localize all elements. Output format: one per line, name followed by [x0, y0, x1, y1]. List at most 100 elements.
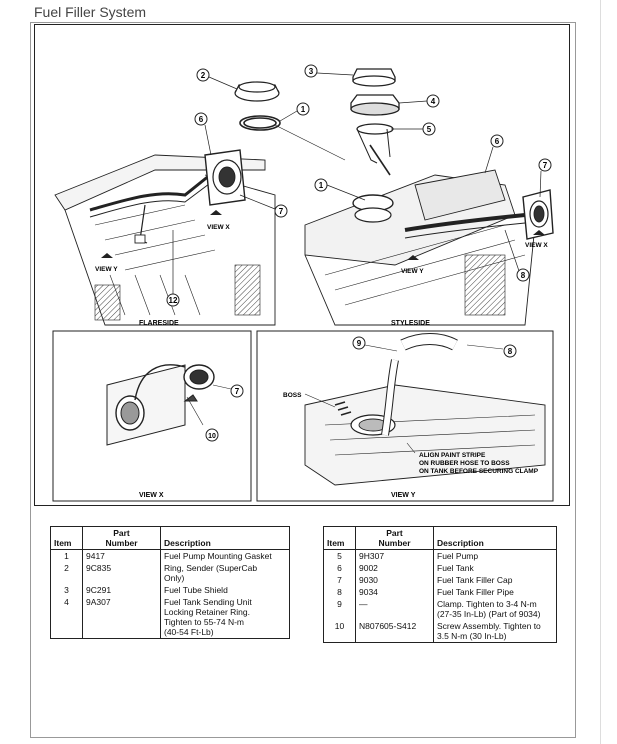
callout-1-top: [296, 102, 310, 116]
table-row: 6 9002 Fuel Tank: [323, 562, 557, 574]
desc-line: Fuel Pump: [437, 551, 479, 561]
callout-3: [304, 64, 318, 78]
callout-7-right: [538, 158, 552, 172]
col-desc: Description: [160, 526, 290, 550]
callout-num: 5: [427, 125, 432, 134]
note-line-2: ON RUBBER HOSE TO BOSS: [419, 460, 510, 467]
callout-num: 7: [279, 207, 284, 216]
table-row: 7 9030 Fuel Tank Filler Cap: [323, 574, 557, 586]
callout-7-viewx: [230, 384, 244, 398]
callout-9: [352, 336, 366, 350]
table-row: 3 9C291 Fuel Tube Shield: [50, 584, 290, 596]
table-row: 10 N807605-S412 Screw Assembly. Tighten …: [323, 620, 557, 643]
row-desc: Fuel Tank Filler Cap: [433, 574, 557, 586]
view-x-caption: VIEW X: [139, 492, 164, 499]
col-part-bottom: Number: [105, 538, 138, 548]
col-part-top: Part: [386, 528, 403, 538]
row-desc: Fuel Tank Filler Pipe: [433, 586, 557, 598]
row-item: 5: [323, 549, 356, 562]
row-part: N807605-S412: [355, 620, 434, 643]
flareside-illustration: [54, 149, 276, 326]
row-item: 2: [50, 562, 83, 584]
callout-num: 1: [301, 105, 306, 114]
view-arrow-icon: [210, 210, 222, 215]
view-arrow-icon: [101, 253, 113, 258]
col-part-top: Part: [113, 528, 130, 538]
desc-line: 3.5 N-m (30 In-Lb): [437, 631, 507, 641]
desc-line: Screw Assembly. Tighten to: [437, 621, 541, 631]
view-y-label: VIEW Y: [95, 266, 118, 273]
mounting-gasket-part: [239, 115, 281, 131]
row-part: —: [355, 598, 434, 620]
table-row: 9 — Clamp. Tighten to 3-4 N-m(27-35 In-L…: [323, 598, 557, 620]
bottom-toolbar-strip: [0, 736, 617, 744]
col-item: Item: [50, 526, 83, 550]
view-y-caption: VIEW Y: [391, 492, 416, 499]
view-x-label: VIEW X: [525, 242, 548, 249]
col-part-bottom: Number: [378, 538, 411, 548]
view-y-illustration: [304, 333, 546, 486]
row-item: 10: [323, 620, 356, 643]
callout-leaders: [172, 72, 542, 294]
view-markers-top: VIEW X VIEW Y VIEW Y VIEW X: [95, 210, 548, 275]
desc-line: Tighten to 55-74 N-m: [164, 617, 244, 627]
callout-num: 7: [235, 387, 240, 396]
callout-6-left: [194, 112, 208, 126]
table-row: 8 9034 Fuel Tank Filler Pipe: [323, 586, 557, 598]
callout-markers: [166, 64, 552, 307]
row-part: 9417: [82, 549, 161, 562]
desc-line: Fuel Tank: [437, 563, 474, 573]
row-part: 9030: [355, 574, 434, 586]
row-item: 8: [323, 586, 356, 598]
callout-2: [196, 68, 210, 82]
row-desc: Fuel Pump Mounting Gasket: [160, 549, 290, 562]
row-desc: Clamp. Tighten to 3-4 N-m(27-35 In-Lb) (…: [433, 598, 557, 620]
desc-line: Fuel Tube Shield: [164, 585, 228, 595]
callout-num: 8: [508, 347, 513, 356]
callout-6-right: [490, 134, 504, 148]
callout-num: 1: [319, 181, 324, 190]
view-y-panel: [256, 330, 554, 502]
styleside-illustration: [304, 169, 554, 326]
callout-num: 7: [543, 161, 548, 170]
callout-num: 6: [495, 137, 500, 146]
desc-line: (27-35 In-Lb) (Part of 9034): [437, 609, 541, 619]
table-row: 1 9417 Fuel Pump Mounting Gasket: [50, 549, 290, 562]
leader-dashed-line: [274, 124, 346, 161]
row-item: 4: [50, 596, 83, 639]
col-desc: Description: [433, 526, 557, 550]
desc-line: Only): [164, 573, 185, 583]
styleside-caption: STYLESIDE: [391, 320, 430, 327]
desc-line: Clamp. Tighten to 3-4 N-m: [437, 599, 537, 609]
row-item: 7: [323, 574, 356, 586]
callout-10: [205, 428, 219, 442]
callout-num: 3: [309, 67, 314, 76]
callout-num: 2: [201, 71, 206, 80]
page-title: Fuel Filler System: [34, 4, 147, 20]
row-part: 9H307: [355, 549, 434, 562]
view-x-illustration: [106, 364, 232, 446]
row-desc: Fuel Tube Shield: [160, 584, 290, 596]
desc-line: Fuel Pump Mounting Gasket: [164, 551, 272, 561]
view-y-label: VIEW Y: [401, 268, 424, 275]
desc-line: Fuel Tank Filler Cap: [437, 575, 513, 585]
desc-line: Fuel Tank Sending Unit: [164, 597, 252, 607]
callout-num: 9: [357, 339, 362, 348]
callout-num: 6: [199, 115, 204, 124]
row-item: 9: [323, 598, 356, 620]
flareside-caption: FLARESIDE: [139, 320, 179, 327]
note-line-3: ON TANK BEFORE SECURING CLAMP: [419, 468, 539, 475]
note-line-1: ALIGN PAINT STRIPE: [419, 452, 486, 459]
row-desc: Fuel Tank: [433, 562, 557, 574]
row-item: 6: [323, 562, 356, 574]
callout-8-viewy: [503, 344, 517, 358]
callout-num: 12: [169, 296, 178, 305]
callout-num: 8: [521, 271, 526, 280]
row-part: 9002: [355, 562, 434, 574]
